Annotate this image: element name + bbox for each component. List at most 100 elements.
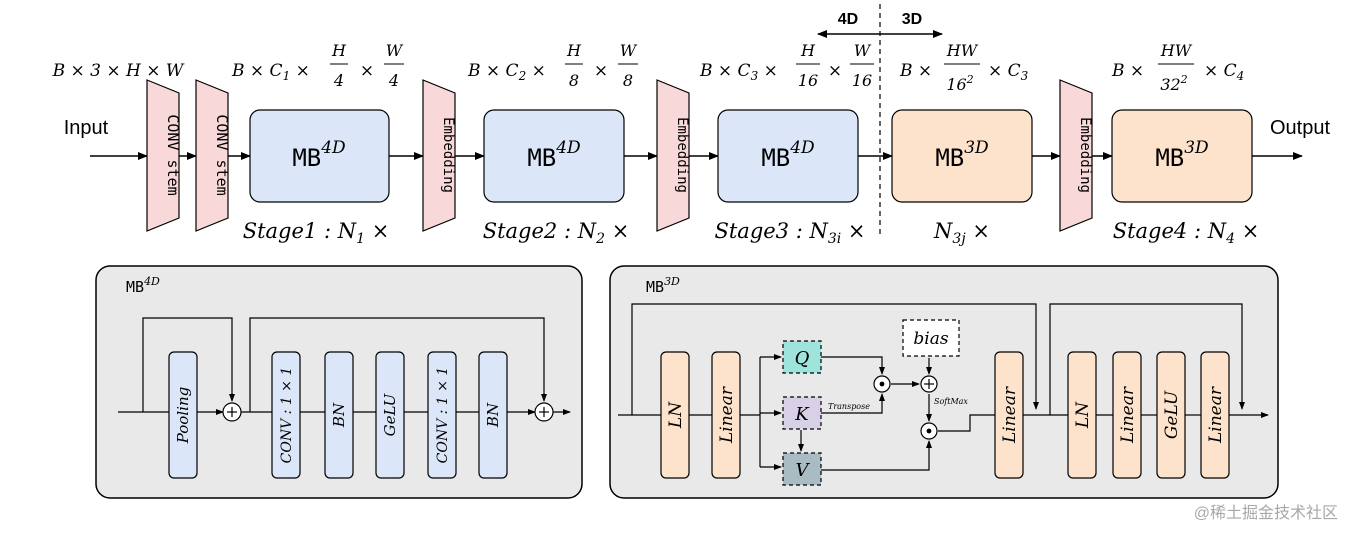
svg-text:H: H — [800, 41, 816, 60]
bias-box: bias — [902, 319, 960, 357]
linear-block: Linear — [1112, 351, 1142, 479]
svg-text:Linear: Linear — [717, 386, 737, 444]
svg-text:×: × — [360, 61, 374, 81]
stage3j-shape: B × HW 162 × C3 — [899, 41, 1029, 94]
svg-text:Pooling: Pooling — [174, 387, 192, 444]
conv-1x1-block: CONV : 1 × 1 — [271, 351, 301, 479]
svg-text:LN: LN — [666, 401, 686, 429]
panel-3d-title: MB3D — [646, 275, 680, 296]
svg-text:B × C2 ×: B × C2 × — [467, 61, 546, 83]
svg-text:W: W — [620, 41, 638, 60]
svg-text:322: 322 — [1160, 73, 1187, 94]
gelu-block: GeLU — [1156, 351, 1186, 479]
stage4-shape: B × HW 322 × C4 — [1111, 41, 1244, 94]
stage2-shape: B × C2 × H 8 × W 8 — [467, 41, 638, 90]
panel-mb-4d: MB4D Pooling CONV — [95, 265, 583, 499]
matmul-node — [873, 375, 891, 393]
stage1-label: Stage1 : N1 × — [243, 219, 390, 247]
svg-text:BN: BN — [484, 402, 502, 428]
svg-text:162: 162 — [946, 73, 973, 94]
embedding-1: Embedding — [422, 79, 456, 232]
watermark: @稀土掘金技术社区 — [1194, 504, 1338, 522]
svg-text:16: 16 — [798, 71, 818, 90]
svg-text:MB4D: MB4D — [527, 138, 581, 172]
svg-text:V: V — [796, 460, 811, 481]
conv-1x1-block: CONV : 1 × 1 — [427, 351, 457, 479]
svg-text:Linear: Linear — [1000, 386, 1020, 444]
svg-text:×: × — [828, 61, 842, 81]
svg-text:× C4: × C4 — [1204, 61, 1244, 83]
svg-text:Q: Q — [795, 348, 810, 369]
mb-3d-block-stage4: MB3D — [1111, 109, 1253, 203]
svg-text:GeLU: GeLU — [1162, 390, 1182, 439]
conv-stem-1: CONV stem — [146, 79, 182, 232]
svg-text:W: W — [854, 41, 872, 60]
top-pipeline: 4D 3D Input Output B × 3 × H × W CONV st… — [52, 4, 1330, 247]
add-node — [222, 402, 242, 422]
svg-text:B ×: B × — [899, 61, 932, 81]
svg-text:BN: BN — [330, 402, 348, 428]
svg-text:4: 4 — [388, 71, 399, 90]
svg-text:B ×: B × — [1111, 61, 1144, 81]
svg-text:MB4D: MB4D — [761, 138, 815, 172]
stage4-label: Stage4 : N4 × — [1113, 219, 1260, 247]
svg-text:8: 8 — [569, 71, 579, 90]
svg-text:4: 4 — [333, 71, 344, 90]
k-box: K — [782, 396, 822, 430]
input-label: Input — [64, 117, 109, 139]
svg-text:B × C1 ×: B × C1 × — [231, 61, 310, 83]
split-3d-label: 3D — [902, 11, 922, 28]
mb-4d-block-stage1: MB4D — [249, 109, 390, 203]
svg-text:HW: HW — [946, 41, 979, 60]
svg-text:MB4D: MB4D — [292, 138, 346, 172]
linear-block: Linear — [711, 351, 741, 479]
matmul-node — [920, 422, 938, 440]
embedding-3-label: Embedding — [1077, 117, 1093, 193]
q-box: Q — [782, 340, 822, 374]
stage1-shape: B × C1 × H 4 × W 4 — [231, 41, 404, 90]
pooling-block: Pooling — [168, 351, 198, 479]
stage3j-label: N3j × — [933, 219, 990, 247]
svg-text:LN: LN — [1073, 401, 1093, 429]
bn-block: BN — [478, 351, 508, 479]
stage3-label: Stage3 : N3i × — [714, 219, 865, 247]
conv-stem-1-label: CONV stem — [164, 114, 182, 195]
gelu-block: GeLU — [375, 351, 405, 479]
svg-text:Linear: Linear — [1206, 386, 1226, 444]
input-shape: B × 3 × H × W — [52, 61, 185, 81]
svg-text:GeLU: GeLU — [381, 392, 399, 436]
softmax-label: SoftMax — [934, 397, 968, 406]
mb-4d-block-stage2: MB4D — [483, 109, 625, 203]
embedding-2: Embedding — [656, 79, 690, 232]
svg-text:MB3D: MB3D — [935, 138, 989, 172]
linear-block: Linear — [1200, 351, 1230, 479]
svg-text:K: K — [794, 404, 810, 425]
add-bias-node — [920, 375, 938, 393]
add-node — [534, 402, 554, 422]
mb-3d-block-stage3: MB3D — [891, 109, 1033, 203]
svg-text:16: 16 — [852, 71, 872, 90]
split-4d-label: 4D — [838, 11, 858, 28]
transpose-label: Transpose — [828, 402, 870, 411]
stage3-shape: B × C3 × H 16 × W 16 — [699, 41, 874, 90]
svg-text:CONV : 1 × 1: CONV : 1 × 1 — [279, 367, 295, 464]
svg-text:H: H — [331, 41, 347, 60]
svg-text:8: 8 — [623, 71, 633, 90]
svg-text:MB3D: MB3D — [1155, 138, 1209, 172]
svg-text:W: W — [386, 41, 404, 60]
svg-text:B × C3 ×: B × C3 × — [699, 61, 778, 83]
stage2-label: Stage2 : N2 × — [483, 219, 630, 247]
embedding-1-label: Embedding — [440, 117, 456, 193]
panel-mb-3d: MB3D Transpose SoftMax — [609, 265, 1279, 499]
svg-text:H: H — [566, 41, 582, 60]
embedding-2-label: Embedding — [674, 117, 690, 193]
mb-4d-block-stage3: MB4D — [717, 109, 859, 203]
svg-text:HW: HW — [1160, 41, 1193, 60]
panel-4d-title: MB4D — [126, 275, 160, 296]
svg-text:CONV : 1 × 1: CONV : 1 × 1 — [435, 367, 451, 464]
v-box: V — [782, 452, 822, 486]
ln-block: LN — [1067, 351, 1097, 479]
svg-text:× C3: × C3 — [988, 61, 1029, 83]
conv-stem-2: CONV stem — [195, 79, 231, 232]
